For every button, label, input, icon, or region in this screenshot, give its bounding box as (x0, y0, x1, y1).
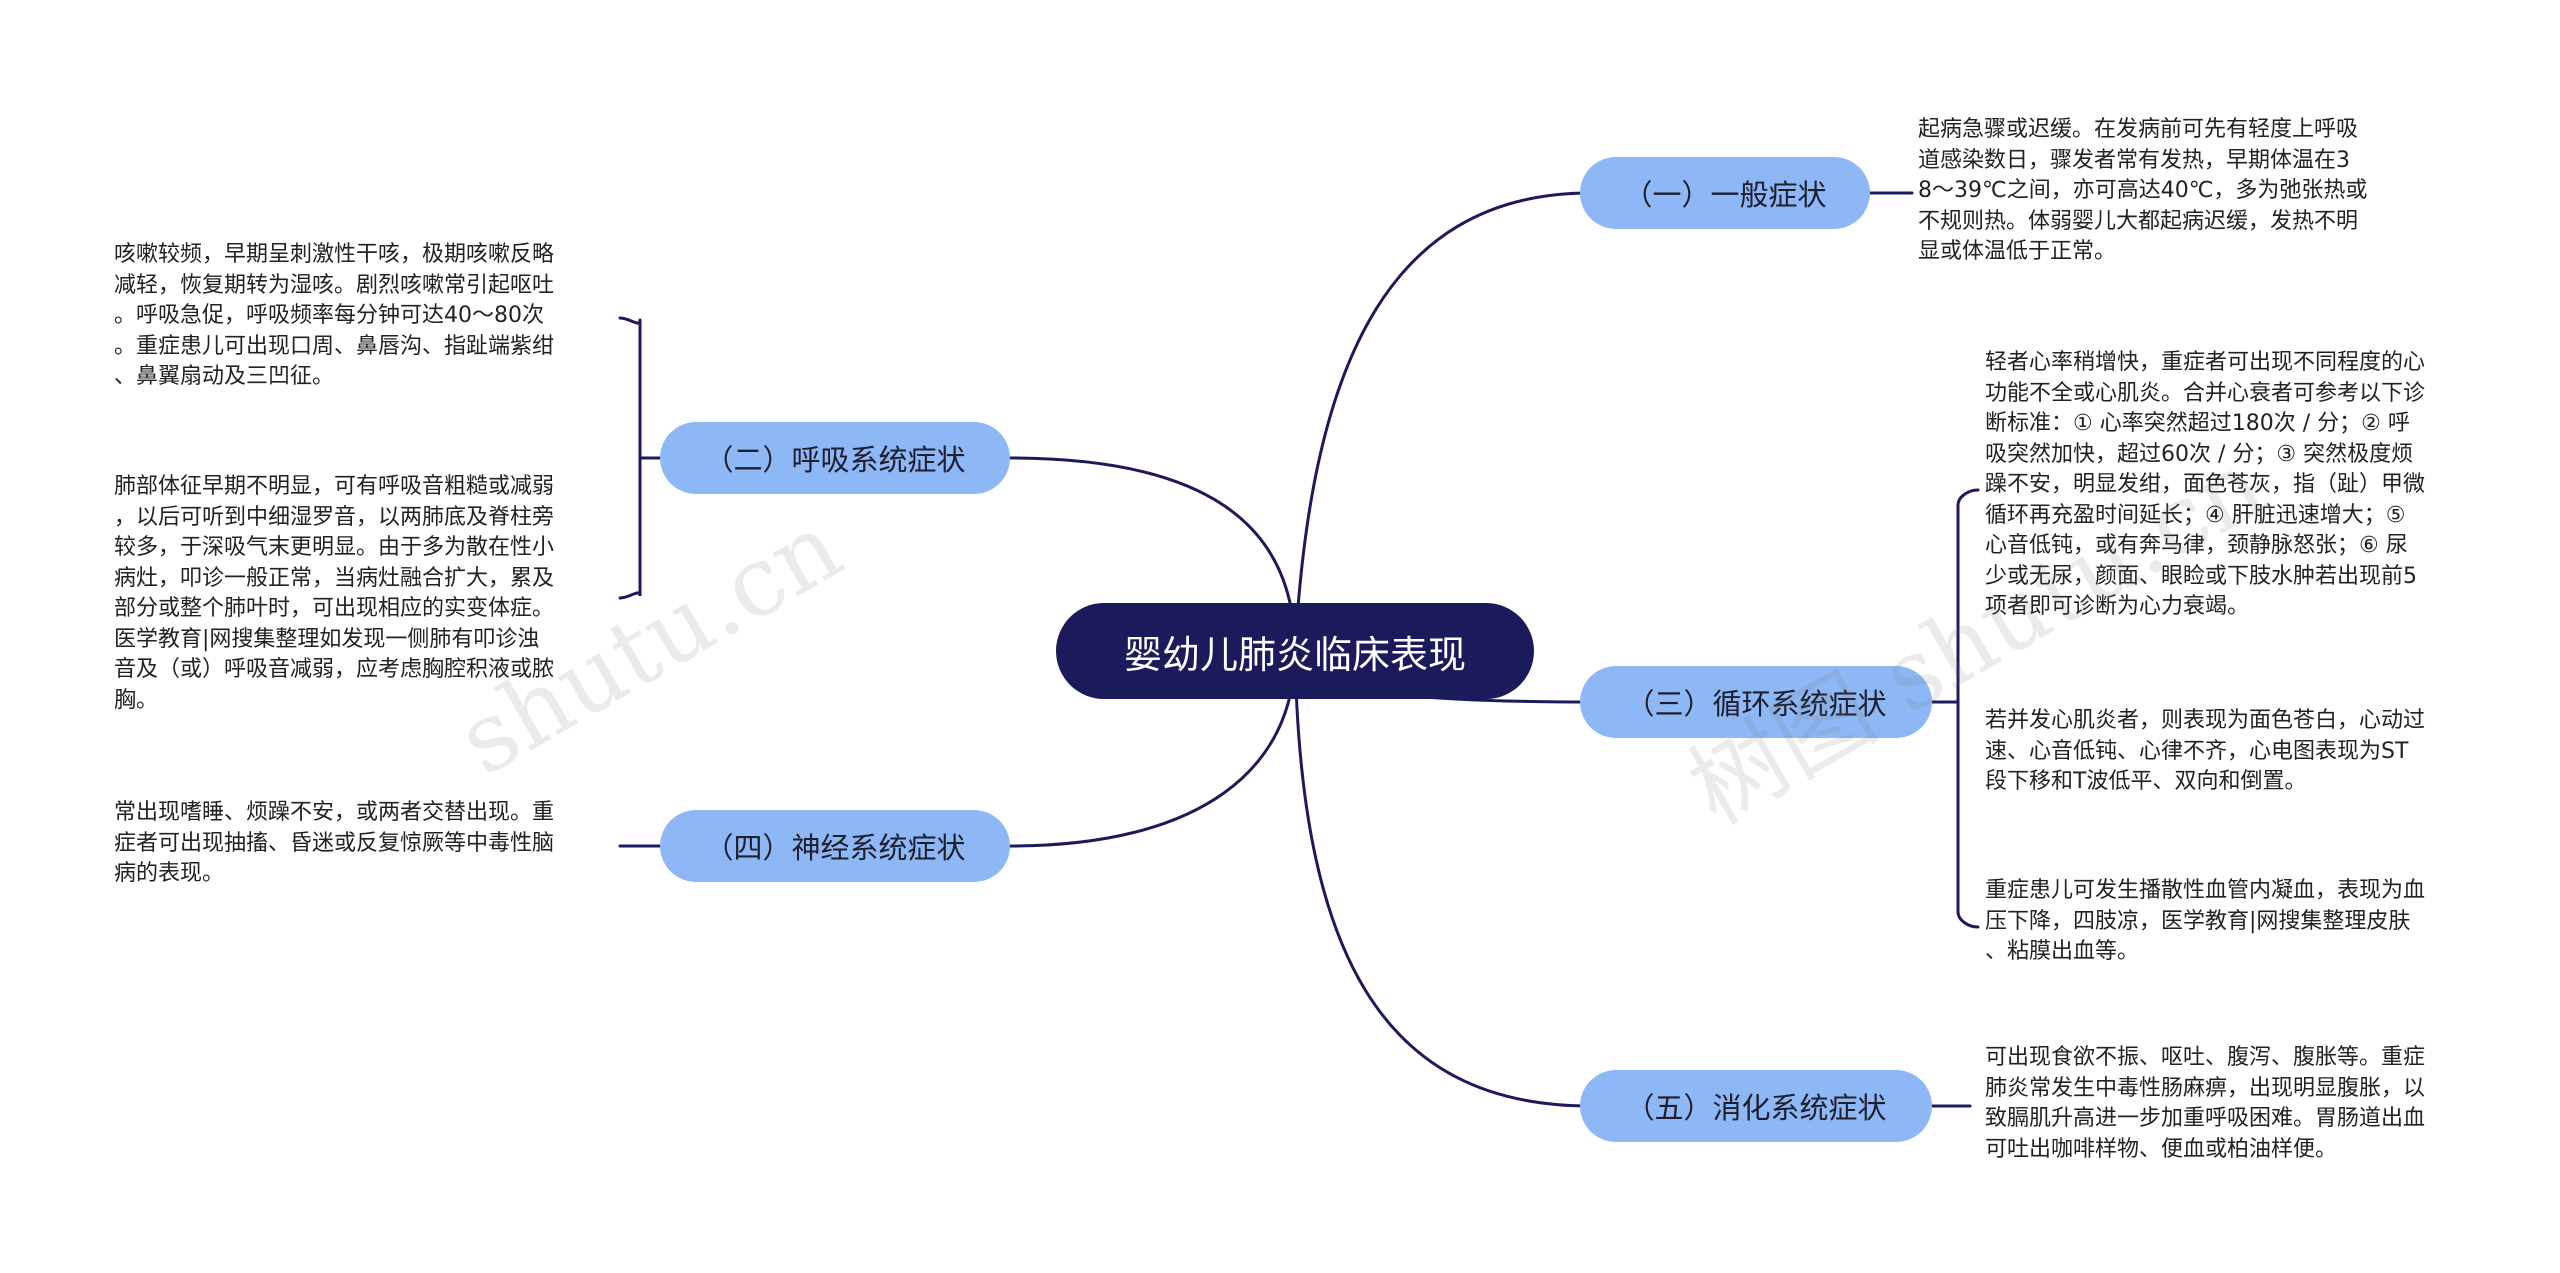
branch-respiratory-label: （二）呼吸系统症状 (704, 443, 966, 477)
branch-nervous-symptoms[interactable]: （四）神经系统症状 (660, 810, 1010, 882)
branch-digestive-label: （五）消化系统症状 (1625, 1091, 1887, 1125)
edge-root-respiratory (1008, 456, 1297, 653)
leaf-respiratory-cough: 咳嗽较频，早期呈刺激性干咳，极期咳嗽反略 减轻，恢复期转为湿咳。剧烈咳嗽常引起呕… (114, 242, 555, 389)
leaf-circulatory-dic: 重症患儿可发生播散性血管内凝血，表现为血 压下降，四肢凉，医学教育|网搜集整理皮… (1985, 878, 2426, 964)
leaf-respiratory-lung-signs: 肺部体征早期不明显，可有呼吸音粗糙或减弱 ，以后可听到中细湿罗音，以两肺底及脊柱… (114, 474, 555, 713)
branch-general-label: （一）一般症状 (1623, 178, 1827, 212)
leaf-digestive-symptoms: 可出现食欲不振、呕吐、腹泻、腹胀等。重症 肺炎常发生中毒性肠麻痹，出现明显腹胀，… (1985, 1045, 2426, 1162)
branch-circulatory-label: （三）循环系统症状 (1625, 687, 1887, 721)
branch-respiratory-symptoms[interactable]: （二）呼吸系统症状 (660, 422, 1010, 494)
branch-general-symptoms[interactable]: （一）一般症状 (1580, 157, 1870, 229)
root-node[interactable]: 婴幼儿肺炎临床表现 (1056, 603, 1534, 699)
branch-digestive-symptoms[interactable]: （五）消化系统症状 (1580, 1070, 1932, 1142)
edge-circulatory-bracket (1930, 488, 1980, 929)
branch-circulatory-symptoms[interactable]: （三）循环系统症状 (1580, 666, 1932, 738)
leaf-circulatory-myocarditis: 若并发心肌炎者，则表现为面色苍白，心动过 速、心音低钝、心律不齐，心电图表现为S… (1985, 708, 2426, 794)
root-label: 婴幼儿肺炎临床表现 (1123, 632, 1466, 677)
leaf-circulatory-heart-failure: 轻者心率稍增快，重症者可出现不同程度的心 功能不全或心肌炎。合并心衰者可参考以下… (1985, 350, 2426, 619)
edge-root-digestive (1293, 649, 1592, 1108)
edge-respiratory-bracket (618, 316, 662, 600)
leaf-general-onset: 起病急骤或迟缓。在发病前可先有轻度上呼吸 道感染数日，骤发者常有发热，早期体温在… (1918, 117, 2368, 264)
leaf-nervous-symptoms: 常出现嗜睡、烦躁不安，或两者交替出现。重 症者可出现抽搐、昏迷或反复惊厥等中毒性… (114, 800, 555, 886)
branch-nervous-label: （四）神经系统症状 (704, 831, 966, 865)
edge-root-general (1293, 191, 1592, 653)
